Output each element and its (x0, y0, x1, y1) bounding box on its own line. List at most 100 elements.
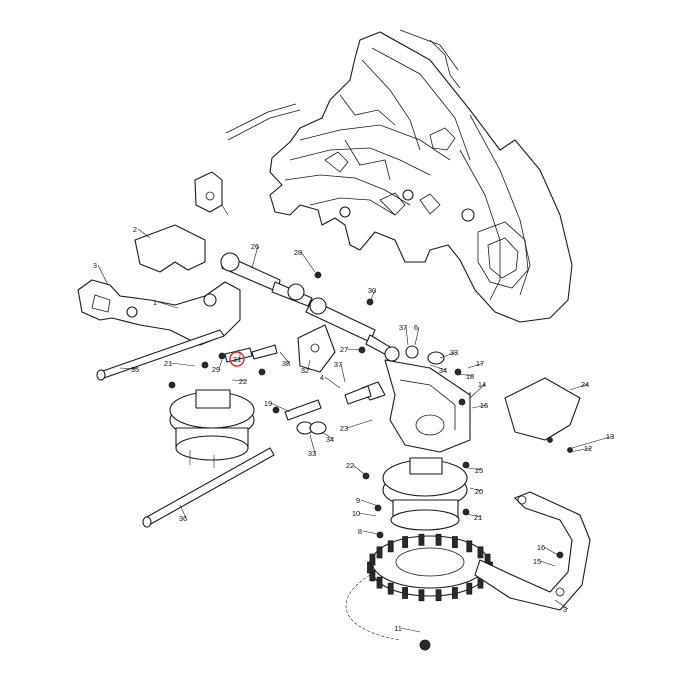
callout-leader-line (571, 435, 614, 449)
callout-number: 6 (414, 323, 418, 332)
callout-number: 34 (439, 366, 447, 375)
callout-33: 33 (439, 348, 458, 359)
rotor-tooth (466, 540, 473, 553)
callout-number: 30 (368, 286, 376, 295)
pins (224, 344, 372, 421)
callout-3: 3 (93, 261, 109, 286)
yoke-23 (361, 359, 471, 453)
rotor-tooth (466, 582, 473, 595)
callout-number: 20 (475, 487, 483, 496)
callout-leader-line (352, 464, 365, 475)
callout-number: 3 (563, 605, 567, 614)
callout-number: 21 (474, 513, 482, 522)
callout-leader-line (340, 363, 346, 383)
callout-3: 3 (554, 599, 569, 614)
callout-leader-line (465, 513, 482, 518)
rotor-tooth (477, 546, 484, 559)
callout-leader-line (279, 351, 290, 364)
callout-leader-line (362, 530, 379, 535)
callout-38: 38 (279, 351, 290, 368)
callout-number: 22 (239, 377, 247, 386)
callout-leader-line (324, 376, 341, 389)
callout-number: 33 (450, 348, 458, 357)
callout-number: 1 (153, 298, 157, 307)
rotor-tooth (435, 533, 442, 546)
callout-9: 9 (356, 496, 379, 507)
callout-14: 14 (469, 380, 486, 399)
rotor-tooth (376, 576, 383, 589)
callout-35: 35 (119, 365, 139, 374)
callout-leader-line (414, 326, 420, 346)
callout-leader-line (467, 362, 484, 369)
callout-number: 4 (320, 373, 324, 382)
callout-number: 28 (294, 248, 302, 257)
callout-number: 2 (133, 225, 137, 234)
callout-leader-line (309, 434, 316, 454)
callout-number: 10 (352, 509, 360, 518)
callout-number: 15 (533, 557, 541, 566)
callout-leader-line (469, 383, 486, 399)
callout-2: 2 (133, 225, 151, 239)
right-rotator-motor (382, 457, 468, 531)
callout-28: 28 (294, 248, 316, 273)
callout-leader-line (170, 362, 196, 367)
callout-22: 22 (231, 377, 247, 386)
callout-8: 8 (358, 527, 379, 536)
callout-4: 4 (320, 373, 341, 389)
callout-leader-line (400, 627, 421, 633)
callout-36: 36 (179, 504, 187, 523)
callout-leader-line (307, 359, 311, 371)
callout-leader-line (539, 560, 556, 567)
callout-21: 21 (465, 513, 482, 522)
rotor-tooth (418, 533, 425, 546)
callout-number: 37 (334, 360, 342, 369)
callout-leader-line (157, 301, 179, 309)
small-bracket (194, 171, 229, 216)
rotor-tooth (369, 553, 376, 566)
callout-37: 37 (399, 323, 409, 346)
callout-leader-line (360, 499, 379, 507)
callout-20: 20 (469, 487, 483, 496)
callout-leader-line (457, 373, 474, 377)
rotor-disc (367, 533, 493, 602)
callout-leader-line (554, 599, 569, 610)
callout-number: 13 (606, 432, 614, 441)
callout-number: 19 (264, 399, 272, 408)
callout-number: 33 (308, 449, 316, 458)
callout-number: 9 (356, 496, 360, 505)
callout-number: 37 (399, 323, 407, 332)
callout-number: 3 (93, 261, 97, 270)
rotor-tooth (435, 589, 442, 602)
callout-leader-line (231, 379, 247, 382)
callout-leader-line (346, 419, 373, 429)
callout-number: 16 (537, 543, 545, 552)
callout-leader-line (321, 431, 334, 440)
callout-leader-line (97, 264, 109, 286)
callout-30: 30 (368, 286, 376, 303)
rotor-tooth (376, 546, 383, 559)
callout-number: 31 (233, 355, 241, 364)
callout-number: 11 (394, 624, 402, 633)
shield-24 (504, 377, 581, 441)
callout-leader-line (346, 348, 361, 351)
rotor-tooth (402, 587, 408, 599)
callout-leader-line (119, 367, 139, 370)
callout-34: 34 (321, 431, 334, 444)
callout-leader-line (569, 447, 592, 453)
hydraulic-cylinder-26 (220, 252, 313, 307)
callout-number: 24 (581, 380, 589, 389)
shaft-36 (142, 447, 275, 528)
plate-32 (297, 324, 336, 373)
callout-37: 37 (334, 360, 346, 383)
callout-10: 10 (352, 509, 377, 518)
callout-6: 6 (414, 323, 420, 346)
callout-number: 32 (301, 366, 309, 375)
callout-16: 16 (471, 401, 488, 410)
callout-leader-line (439, 351, 458, 359)
washers (296, 345, 445, 435)
callout-leader-line (471, 404, 488, 409)
callout-number: 38 (282, 359, 290, 368)
callout-17: 17 (467, 359, 484, 369)
callout-number: 12 (584, 444, 592, 453)
